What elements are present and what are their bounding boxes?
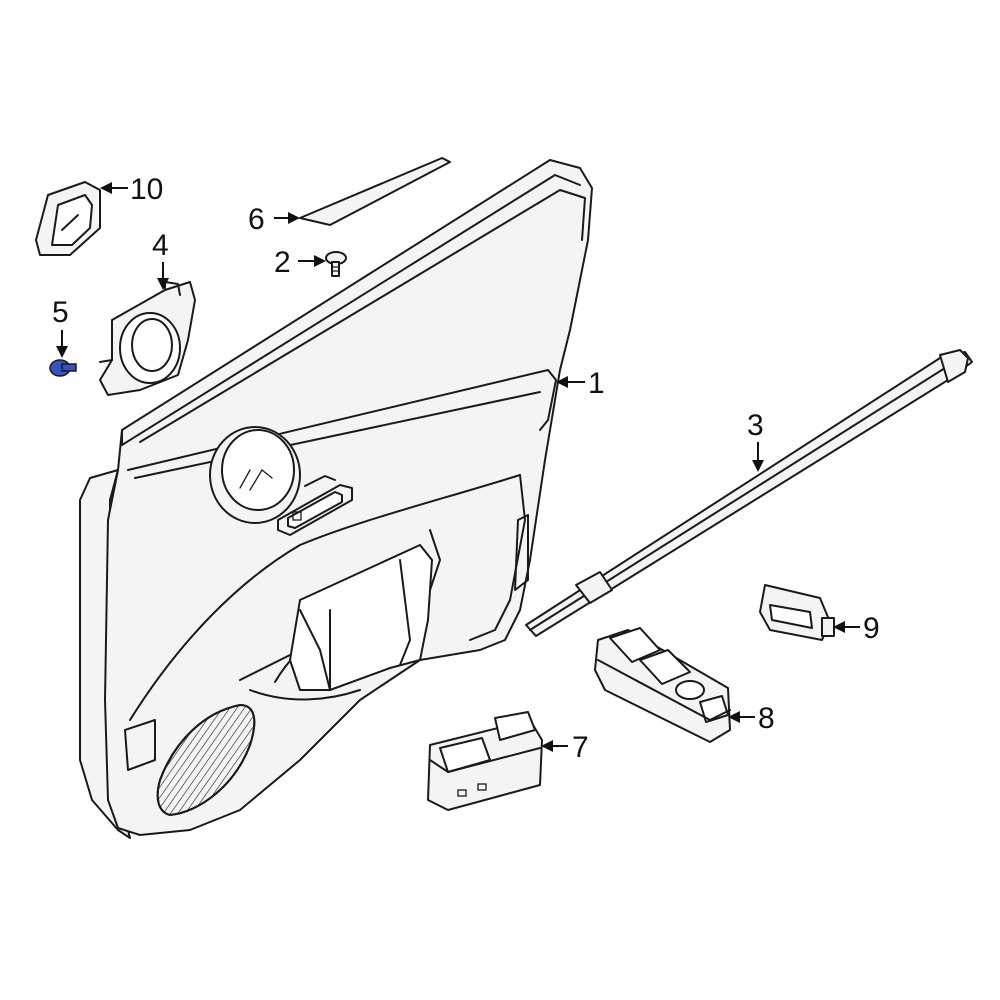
window-switch-single [427,711,543,811]
handle-bezel [35,181,101,256]
callout-7: 7 [541,731,589,764]
callout-2: 2 [274,246,326,279]
callout-label-5: 5 [52,296,69,329]
callout-label-3: 3 [747,409,764,442]
callout-label-1: 1 [588,367,605,400]
callout-label-10: 10 [130,173,163,206]
retainer-clip [49,359,77,377]
callout-9: 9 [833,612,880,645]
screw [325,251,347,277]
callout-label-2: 2 [274,246,291,279]
callout-label-6: 6 [248,203,265,236]
callout-4: 4 [152,229,169,290]
window-switch-master [594,627,731,743]
callout-8: 8 [728,702,775,735]
inside-door-handle [99,281,196,396]
door-trim-panel [79,159,593,839]
callout-6: 6 [248,203,300,236]
callout-1: 1 [556,367,605,400]
callout-label-9: 9 [863,612,880,645]
switch-small [759,584,835,641]
callout-label-4: 4 [152,229,169,262]
window-weatherstrip [525,349,973,637]
callout-10: 10 [100,173,163,206]
callout-3: 3 [747,409,764,472]
callout-label-7: 7 [572,731,589,764]
upper-trim-strip [299,157,451,226]
callout-label-8: 8 [758,702,775,735]
callout-5: 5 [52,296,69,358]
